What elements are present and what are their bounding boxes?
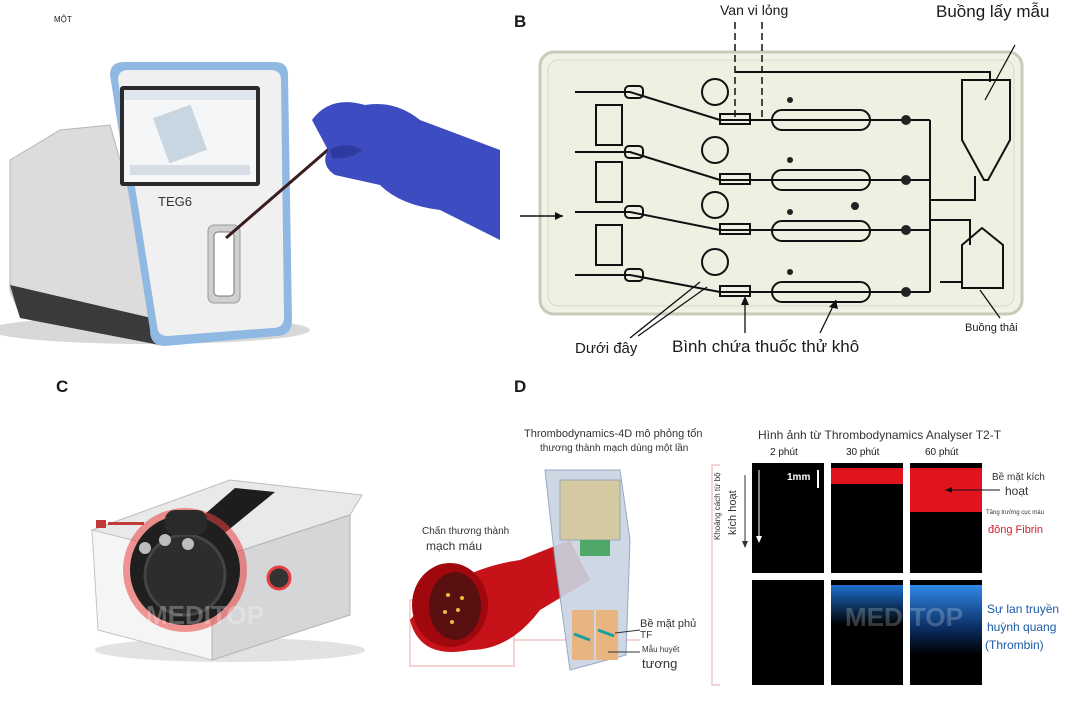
panel-c-label: C	[56, 377, 69, 396]
axis-label-line1: Khoảng cách từ bộ	[713, 472, 722, 540]
dry-reagent-label: Bình chứa thuốc thử khô	[672, 337, 860, 356]
valve-label: Van vi lỏng	[720, 2, 789, 18]
panel-d-watermark: MEDITOP	[845, 602, 963, 632]
fluor-label-line2: huỳnh quang	[987, 620, 1057, 634]
time-label-2: 30 phút	[846, 447, 880, 458]
panel-b-label: B	[514, 12, 527, 31]
sample-chamber-label: Buồng lấy mẫu	[936, 2, 1050, 21]
device-name: TEG6	[158, 194, 192, 209]
panel-d-label: D	[514, 377, 527, 396]
vessel-label-line2: mạch máu	[426, 539, 483, 553]
panel-c-watermark: MEDITOP	[146, 600, 264, 630]
axis-label-line2: kích hoạt	[727, 490, 739, 535]
plasma-label-line2: tương	[642, 656, 678, 671]
tf-label-line2: TF	[640, 630, 653, 641]
plasma-label-line1: Mẫu huyết	[642, 645, 680, 654]
panel-a-label: MỘT	[54, 15, 72, 24]
analyser-title: Hình ảnh từ Thrombodynamics Analyser T2-…	[758, 428, 1002, 442]
tf-label-line1: Bề mặt phủ	[640, 618, 697, 630]
fluor-label-line1: Sự lan truyền	[987, 602, 1060, 616]
waste-chamber-label: Buồng thải	[965, 322, 1018, 334]
activator-label-line1: Bề mặt kích	[992, 472, 1045, 483]
fibrin-label: đông Fibrin	[988, 524, 1044, 536]
sim-title-line2: thương thành mạch dùng một lần	[540, 443, 689, 454]
scale-label: 1mm	[787, 472, 811, 483]
growth-small-label: Tăng trưởng cục máu	[986, 510, 1044, 516]
thrombin-label: (Thrombin)	[985, 638, 1044, 652]
activator-label-line2: hoạt	[1005, 484, 1029, 498]
time-label-3: 60 phút	[925, 447, 959, 458]
sim-title-line1: Thrombodynamics-4D mô phỏng tổn	[524, 428, 703, 440]
bottom-left-label: Dưới đây	[575, 340, 638, 357]
vessel-label-line1: Chấn thương thành	[422, 526, 510, 537]
time-label-1: 2 phút	[770, 447, 798, 458]
